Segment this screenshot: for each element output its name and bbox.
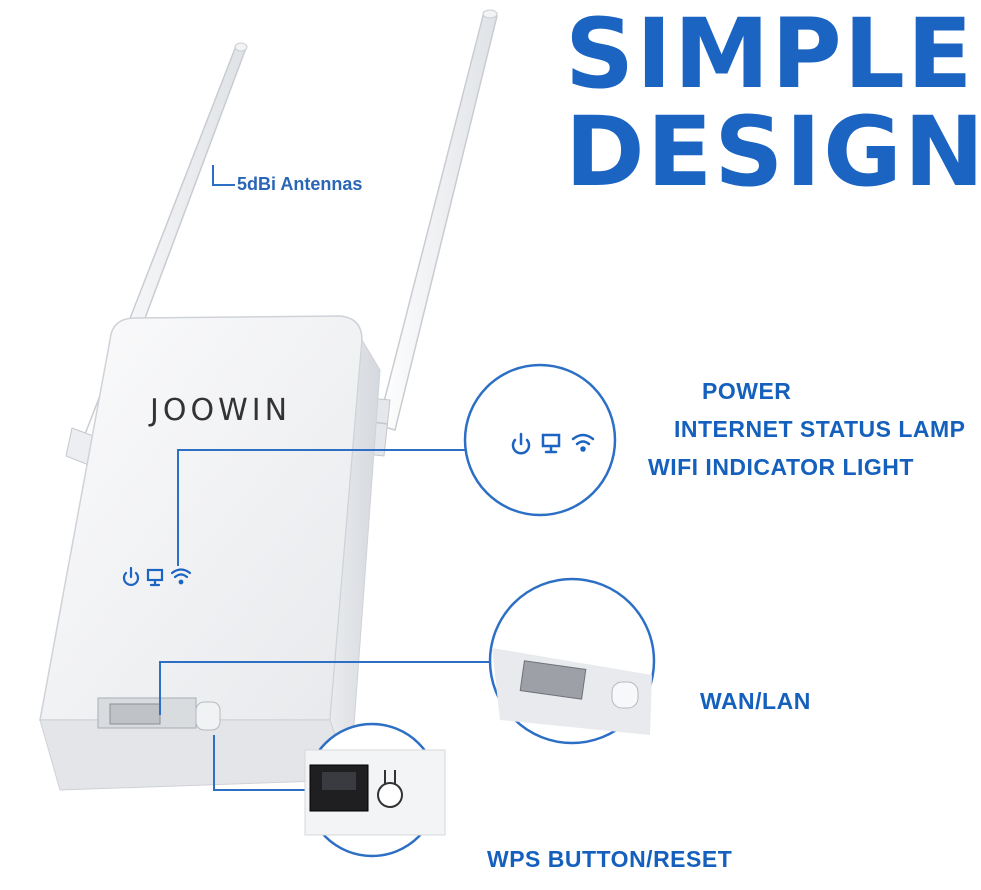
extender-body [39,315,381,791]
wps-reset-label: WPS BUTTON/RESET [487,846,733,872]
led-zoom-circle [463,363,617,517]
reset-button-icon [377,770,403,808]
callout-lines [159,165,490,791]
brand-logo: JOOWIN [150,393,292,428]
wifi-icon [571,433,595,441]
headline-line2: DESIGN [565,96,981,208]
wan-lan-label: WAN/LAN [700,688,811,714]
wan-zoom-circle [488,577,656,745]
body-led-icons [122,566,192,587]
internet-status-label: INTERNET STATUS LAMP [674,416,966,442]
power-icon [511,438,531,455]
ethernet-port-icon [519,660,587,700]
antennas-label: 5dBi Antennas [237,174,363,194]
headline-line1: SIMPLE [565,0,975,110]
wifi-indicator-label: WIFI INDICATOR LIGHT [648,454,914,480]
wps-zoom-box [304,722,446,858]
power-label: POWER [702,378,792,404]
